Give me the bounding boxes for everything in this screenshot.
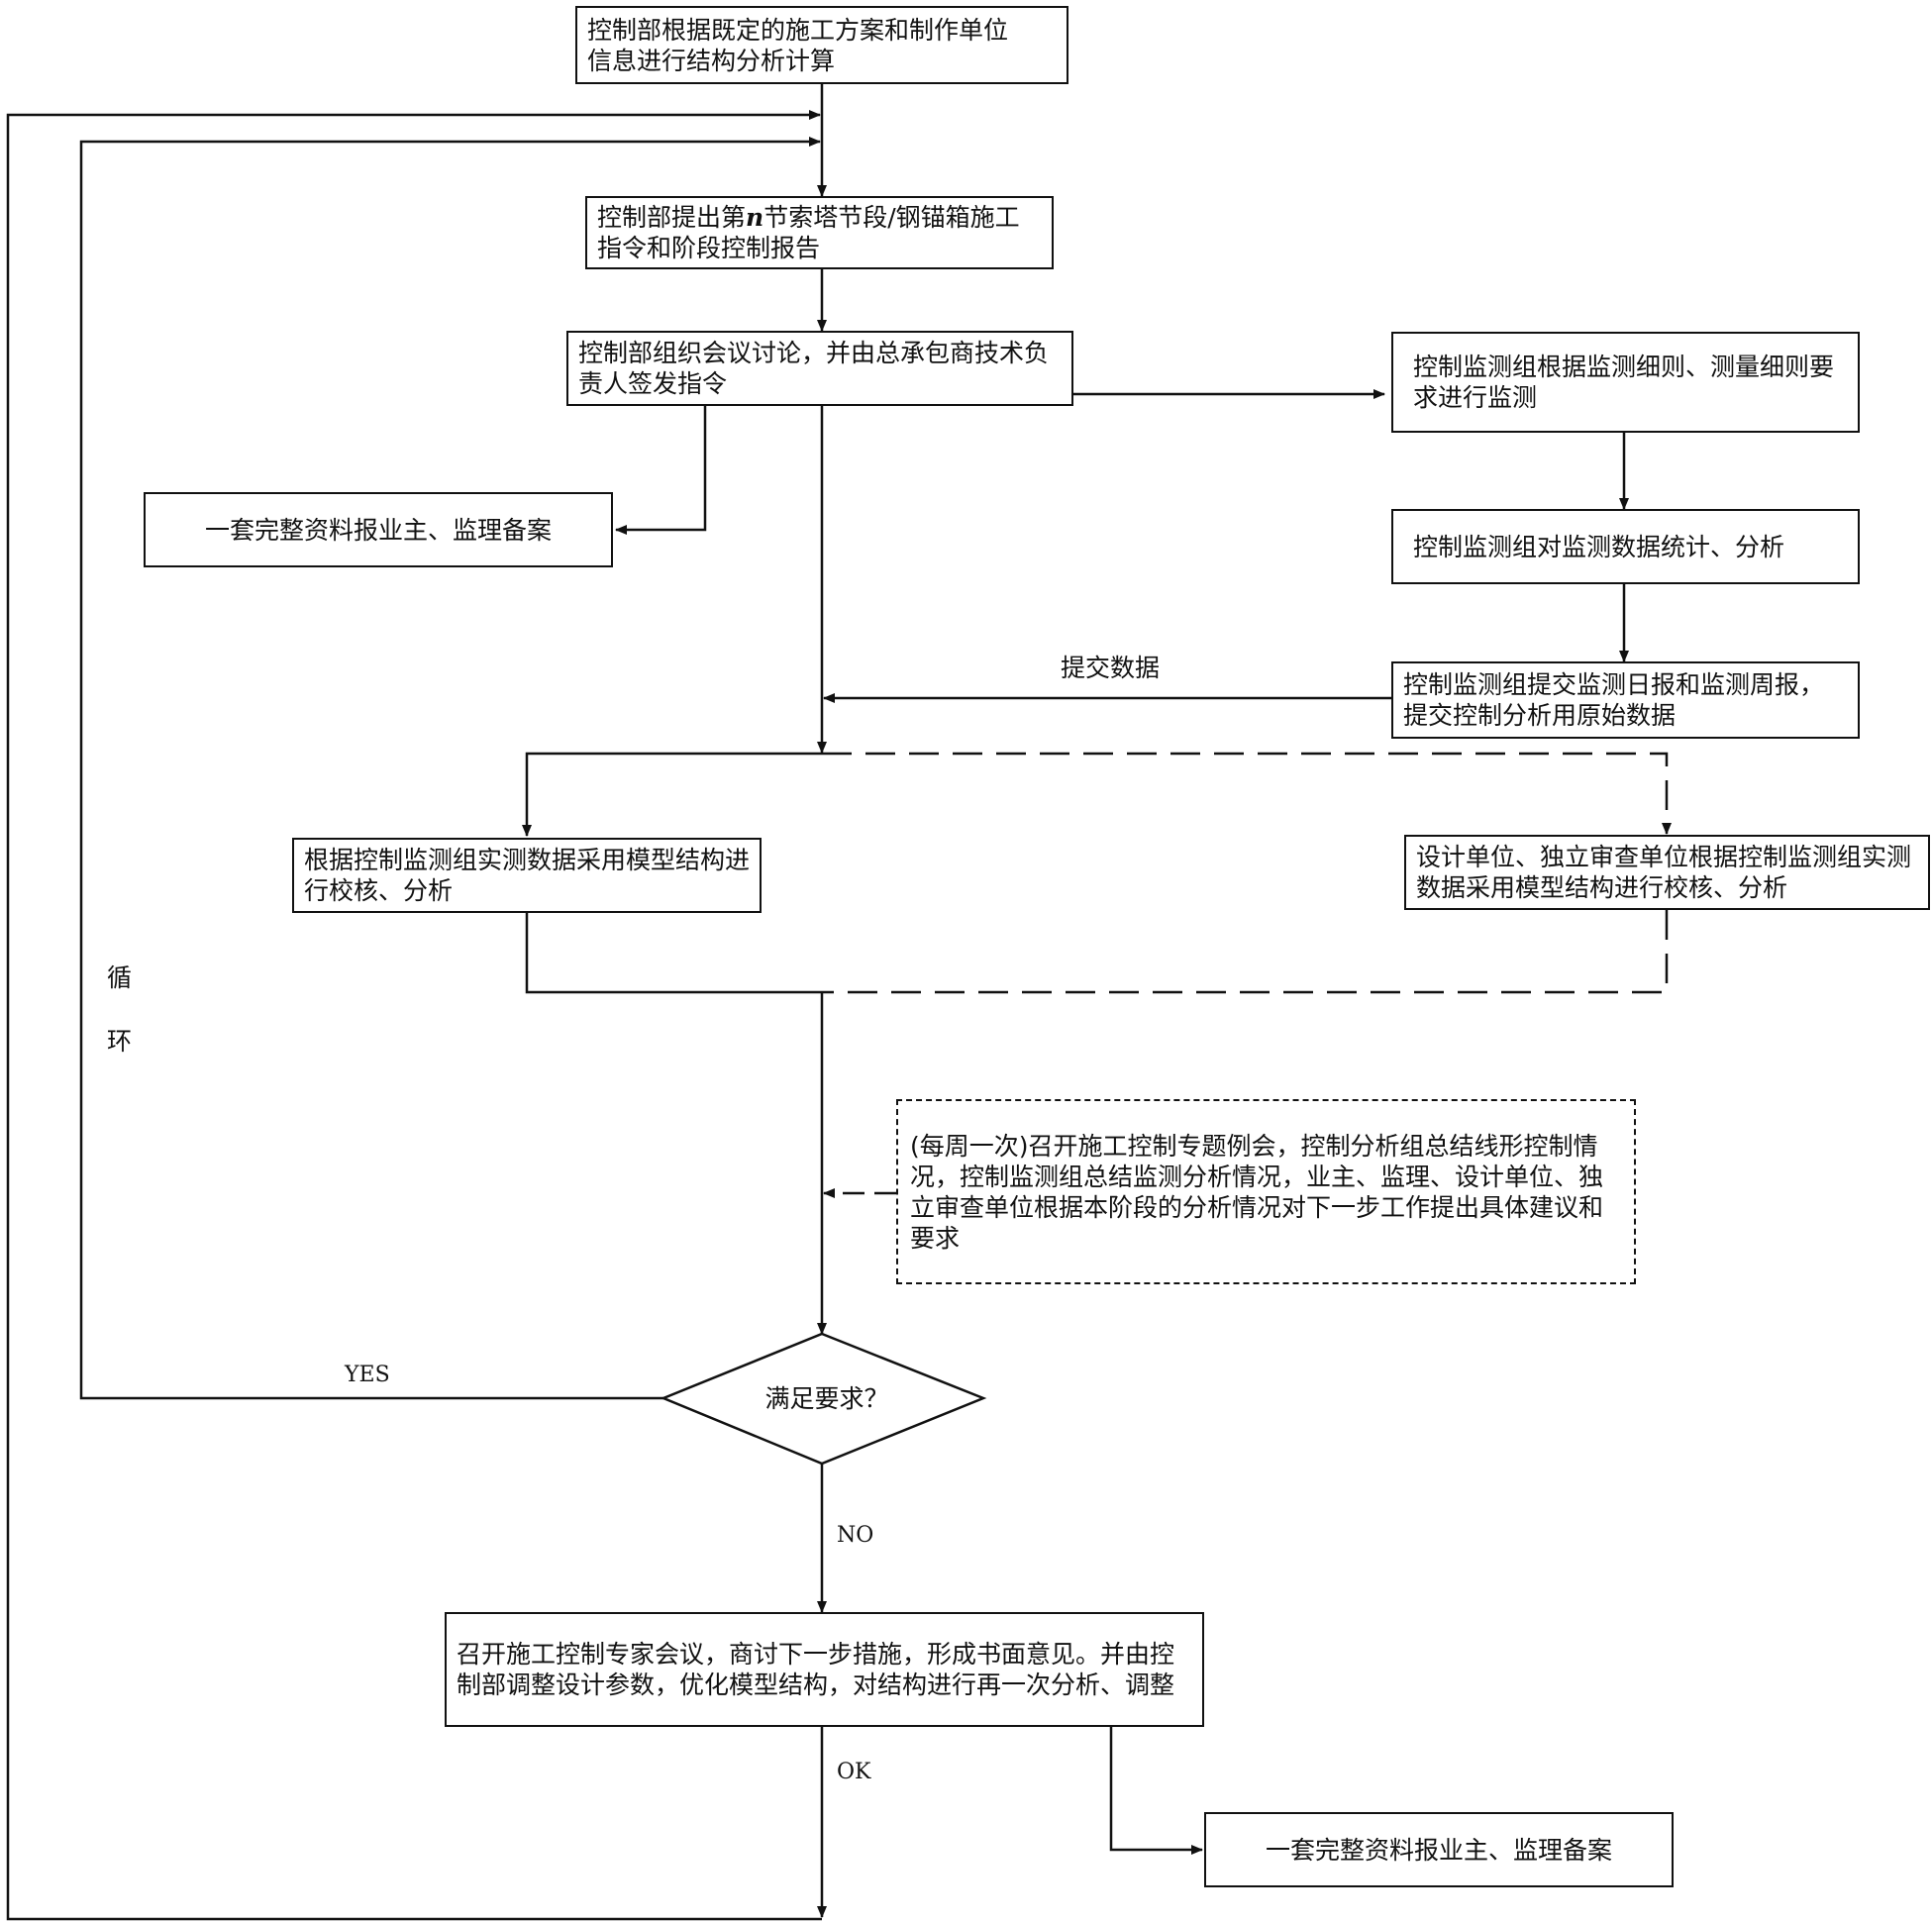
label-submit-data: 提交数据	[1061, 654, 1161, 682]
arrow-split-to-n9	[822, 752, 1672, 835]
node-structural-analysis: 控制部根据既定的施工方案和制作单位信息进行结构分析计算	[575, 6, 1068, 84]
node-design-review-check: 设计单位、独立审查单位根据控制监测组实测数据采用模型结构进行校核、分析	[1404, 835, 1930, 910]
yes-loop-line	[79, 137, 821, 1400]
node-archive-upper: 一套完整资料报业主、监理备案	[144, 492, 613, 567]
decision-diamond-shape	[660, 1332, 987, 1466]
node-monitoring: 控制监测组根据监测细则、测量细则要求进行监测	[1391, 332, 1860, 433]
node-archive-lower: 一套完整资料报业主、监理备案	[1204, 1812, 1674, 1887]
arrow-split-to-n8	[522, 752, 822, 837]
node-data-statistics: 控制监测组对监测数据统计、分析	[1391, 509, 1860, 584]
label-ok: OK	[837, 1760, 871, 1784]
label-yes: YES	[345, 1363, 390, 1387]
node-submit-reports: 控制监测组提交监测日报和监测周报，提交控制分析用原始数据	[1391, 661, 1860, 739]
node-meeting-discussion: 控制部组织会议讨论，并由总承包商技术负责人签发指令	[566, 331, 1073, 406]
label-loop-1: 循	[107, 963, 133, 992]
node-model-check: 根据控制监测组实测数据采用模型结构进行校核、分析	[292, 838, 762, 913]
merge-from-n8	[525, 913, 822, 994]
arrow-n11-to-n12	[1109, 1727, 1203, 1855]
label-no: NO	[837, 1523, 874, 1548]
node-weekly-meeting: (每周一次)召开施工控制专题例会，控制分析组总结线形控制情况，控制监测组总结监测…	[896, 1099, 1636, 1284]
label-loop-2: 环	[107, 1027, 133, 1056]
decision-label: 满足要求？	[764, 1384, 889, 1413]
node-construction-instruction: 控制部提出第n节索塔节段/钢锚箱施工指令和阶段控制报告	[585, 196, 1054, 269]
outer-loop-line	[6, 110, 822, 1921]
node-expert-meeting: 召开施工控制专家会议，商讨下一步措施，形成书面意见。并由控制部调整设计参数，优化…	[445, 1612, 1204, 1727]
merge-from-n9	[822, 910, 1669, 994]
arrow-n3-to-n4	[615, 406, 707, 535]
